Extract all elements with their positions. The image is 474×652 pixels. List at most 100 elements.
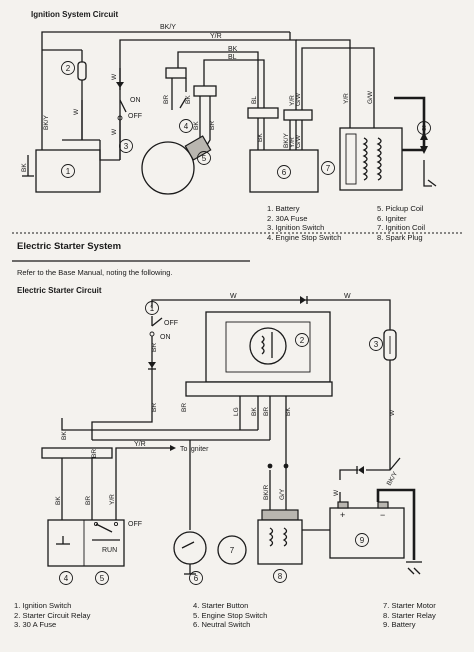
number-circle-6 (277, 165, 291, 179)
legend-item: 4. Starter Button (193, 601, 249, 610)
wire-yr-coil (296, 39, 351, 120)
wire-label: G/W (367, 90, 374, 104)
pickup-coil-5 (141, 141, 195, 195)
wire-label: BR (163, 95, 170, 104)
wire-label: BK (185, 95, 192, 104)
ignition-legend-col1: 1. Battery 2. 30A Fuse 3. Ignition Switc… (267, 204, 341, 242)
number-label: 2 (66, 64, 71, 73)
legend-item: 8. Spark Plug (377, 232, 423, 242)
wire-label: W (344, 293, 351, 300)
legend-item: 3. 30 A Fuse (14, 620, 57, 630)
wire-label: − (380, 510, 385, 520)
wire-yr-top (119, 39, 297, 160)
wire-label: BK (228, 46, 238, 53)
starter-note: Refer to the Base Manual, noting the fol… (17, 268, 173, 277)
number-circle-2 (295, 333, 309, 347)
number-label: 8 (278, 572, 283, 581)
ignition-coil-7 (339, 127, 403, 191)
starter-legend-col1: 1. Ignition Switch 2. Starter Circuit Re… (14, 601, 90, 630)
wire-label: BK (21, 163, 28, 172)
wire-bk (177, 51, 259, 108)
number-label: 5 (100, 574, 105, 583)
connector (247, 107, 279, 119)
connector (193, 85, 217, 97)
battery-1 (35, 149, 101, 193)
wire-label: W (73, 108, 80, 115)
starter-circuit-title: Electric Starter Circuit (17, 286, 102, 295)
wire-label: G/W (295, 92, 302, 106)
legend-item: 6. Igniter (377, 213, 407, 223)
wire-label: BK/Y (283, 133, 290, 148)
wire-label: BK/Y (160, 24, 176, 31)
wire-label: BK (55, 496, 62, 505)
number-circle-4 (59, 571, 73, 585)
fuse-2 (77, 61, 87, 81)
number-circle-8 (273, 569, 287, 583)
wire-label: RUN (102, 547, 117, 554)
battery-9 (329, 507, 405, 559)
number-label: 9 (360, 536, 365, 545)
wire-label: BK/Y (386, 470, 400, 487)
legend-item: 5. Pickup Coil (377, 204, 424, 213)
legend-item: 1. Ignition Switch (14, 601, 72, 610)
wire-br-bus (91, 418, 153, 440)
wire-label: OFF (128, 113, 142, 120)
number-label: 7 (326, 164, 331, 173)
number-circle-3 (119, 139, 133, 153)
switch-housing (47, 519, 125, 567)
wire-battery-ground (376, 488, 416, 560)
starter-relay-8 (257, 519, 303, 565)
wire-label: To igniter (180, 446, 209, 453)
number-label: 3 (124, 142, 129, 151)
legend-item: 7. Ignition Coil (377, 223, 426, 233)
ignition-circuit: 1 2 3 4 (21, 24, 437, 195)
legend-item: 2. 30A Fuse (267, 213, 308, 223)
wire-label: G/W (295, 134, 302, 148)
engine-stop-switch-5 (95, 523, 113, 533)
wire-gw-coil (301, 47, 375, 120)
legend-item: 2. Starter Circuit Relay (14, 610, 91, 620)
wire-label: W (230, 293, 237, 300)
number-label: 2 (300, 336, 305, 345)
legend-item: 6. Neutral Switch (193, 620, 251, 630)
wire-label: Y/R (134, 441, 146, 448)
wire-label: BK (285, 407, 292, 416)
wire-label: BL (228, 54, 237, 61)
number-label: 6 (194, 574, 199, 583)
number-circle-6 (189, 571, 203, 585)
number-circle-4 (179, 119, 193, 133)
wire-bk-bus (61, 418, 258, 431)
number-circle-9 (355, 533, 369, 547)
wire-label: BK (251, 407, 258, 416)
wire-label: BK/Y (43, 115, 50, 130)
number-label: 6 (282, 168, 287, 177)
wire-label: BR (181, 403, 188, 412)
wire-bl (203, 59, 265, 108)
number-label: 1 (150, 304, 155, 313)
number-label: 4 (184, 122, 189, 131)
wire-label: BK (257, 133, 264, 142)
number-circle-5 (95, 571, 109, 585)
igniter-6 (249, 149, 319, 193)
wire-label: BR (209, 121, 216, 130)
wire-bky-top (41, 31, 290, 152)
number-label: 4 (64, 574, 69, 583)
wire-label: W (333, 489, 340, 496)
number-circle-7 (321, 161, 335, 175)
wire-label: BR (85, 496, 92, 505)
spark-plug-8 (420, 132, 428, 140)
wire-label: + (340, 510, 345, 520)
number-label: 7 (230, 546, 235, 555)
ignition-legend-col2: 5. Pickup Coil 6. Igniter 7. Ignition Co… (377, 204, 425, 242)
wire-label: Y/R (343, 93, 350, 104)
wire-label: Y/R (289, 95, 296, 106)
wire-label: LG (233, 407, 240, 416)
connector (165, 67, 187, 79)
relay-cap (261, 509, 299, 521)
neutral-switch-6 (173, 531, 207, 565)
number-circle-1 (61, 164, 75, 178)
wire-label: BK (61, 431, 68, 440)
starter-section-title: Electric Starter System (17, 241, 122, 252)
wire-label: G/Y (279, 488, 286, 500)
